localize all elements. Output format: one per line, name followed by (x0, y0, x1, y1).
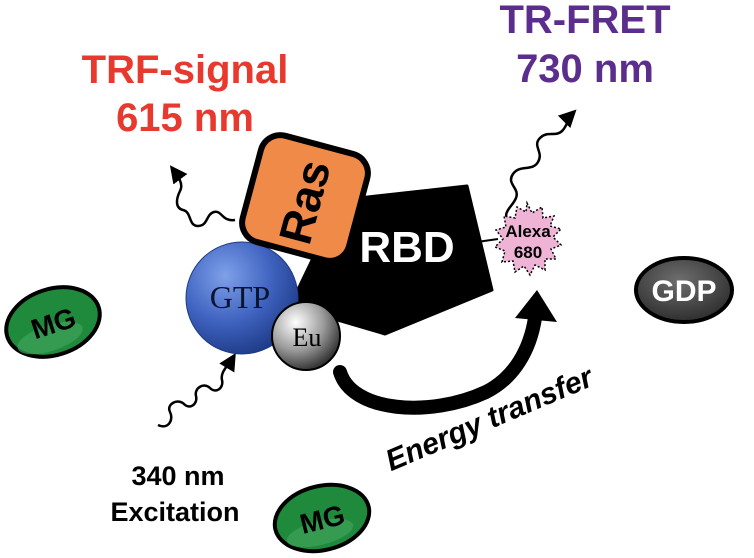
ras-shape (239, 132, 371, 264)
gtp-label: GTP (210, 279, 270, 315)
trf-signal-label: TRF-signal (82, 48, 289, 92)
energy-transfer-arrowhead-icon (515, 290, 557, 322)
excitation-wave-icon (157, 352, 236, 428)
mg-left-oval: MG (4, 285, 102, 359)
tr-fret-wavelength-label: 730 nm (516, 47, 654, 91)
alexa-label-line2: 680 (514, 243, 542, 262)
eu-label: Eu (293, 323, 322, 352)
gdp-label: GDP (651, 275, 716, 308)
eu-sphere (271, 301, 341, 371)
rbd-label: RBD (359, 223, 454, 272)
tr-fret-label: TR-FRET (499, 0, 670, 42)
fret-emission-wave-icon (504, 109, 577, 226)
mg-bottom-oval: MG (272, 482, 372, 554)
trf-wavelength-label: 615 nm (116, 96, 254, 140)
gtp-sphere (185, 241, 299, 355)
excitation-label: Excitation (110, 497, 239, 527)
trf-emission-wave-icon (169, 165, 236, 228)
gdp-oval (634, 256, 734, 324)
rbd-alexa-linker (469, 238, 499, 244)
alexa-label-line1: Alexa (505, 222, 551, 241)
alexa-680-starburst (493, 200, 563, 277)
excitation-wavelength-label: 340 nm (131, 461, 224, 491)
energy-transfer-label: Energy transfer (381, 360, 600, 478)
energy-transfer-arrow (333, 311, 542, 415)
